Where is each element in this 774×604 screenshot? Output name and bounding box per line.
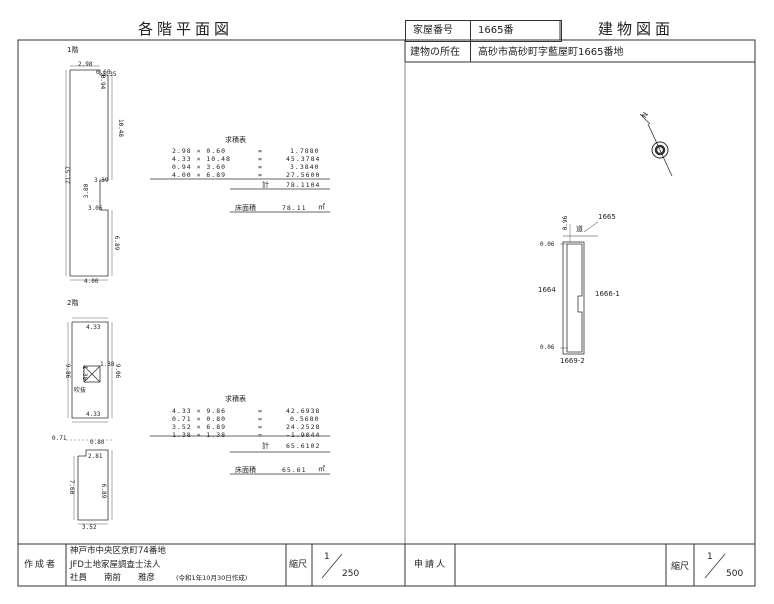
floor1-area-value: 78.11	[282, 204, 307, 212]
calc-eq: =	[258, 423, 263, 431]
calc-expr: 2.98 × 0.60	[172, 147, 227, 155]
outer-frame	[17, 39, 756, 587]
scale2-den: 500	[726, 569, 744, 579]
calc-expr: 0.71 × 0.80	[172, 415, 227, 423]
floor2-dim: 4.33	[86, 324, 101, 331]
floor1-calc-lines	[150, 178, 330, 213]
calc-val: 24.2528	[286, 423, 321, 431]
floor1-dim: 4.00	[84, 278, 99, 285]
applicant-label: 申請人	[414, 560, 448, 570]
calc-val: 42.6938	[286, 407, 321, 415]
house-no-value: 1665番	[478, 25, 514, 36]
site-dim-b: 0.06	[540, 344, 555, 351]
calc-eq: =	[258, 431, 263, 439]
house-no-box	[405, 20, 562, 42]
floor2-dim: 9.86	[64, 363, 72, 379]
floor1-label: 1階	[67, 46, 79, 54]
calc-eq: =	[258, 147, 263, 155]
floor1-dim: 2.98	[78, 61, 93, 68]
calc-val: 1.7880	[290, 147, 320, 155]
calc-expr: 3.52 × 6.89	[172, 423, 227, 431]
lot-right: 1666-1	[595, 290, 620, 298]
calc-eq: =	[258, 171, 263, 179]
floor2-dim: 2.81	[88, 453, 103, 460]
floor1-dim: 3.39	[94, 177, 109, 184]
floor1-dim: 10.48	[117, 118, 125, 138]
floor1-dim: 21.57	[65, 165, 73, 185]
calc-val: -1.9044	[286, 431, 321, 439]
calc-expr: 4.00 × 6.89	[172, 171, 227, 179]
floor2-dim: 0.80	[90, 439, 105, 446]
site-dim-a: 0.06	[540, 241, 555, 248]
site-plan	[560, 221, 599, 355]
scale-label: 縮尺	[289, 560, 308, 570]
floor1-total-label: 計	[262, 181, 269, 189]
scale-num: 1	[324, 552, 330, 562]
road-label: 道	[576, 225, 583, 233]
house-no-label: 家屋番号	[413, 25, 453, 36]
lot-bottom: 1669-2	[560, 357, 585, 365]
creator-address: 神戸市中央区京町74番地	[70, 546, 166, 556]
floor1-plan	[65, 65, 113, 281]
scale2-label: 縮尺	[671, 562, 690, 572]
floor2-calc-lines	[150, 435, 330, 475]
calc-val: 45.3784	[286, 155, 321, 163]
floor1-dim: 6.89	[113, 235, 121, 251]
calc-expr: 4.33 × 10.48	[172, 155, 231, 163]
floor2-total-label: 計	[262, 442, 269, 450]
creator-company: JFD土地家屋調査士法人	[70, 560, 161, 570]
floor2-area-value: 65.61	[282, 466, 307, 474]
floor2-dim: 3.52	[82, 524, 97, 531]
calc-expr: 1.38 × 1.38	[172, 431, 227, 439]
floor2-calc-title: 求積表	[225, 395, 246, 403]
calc-eq: =	[258, 415, 263, 423]
floor2-area-unit: ㎡	[318, 465, 325, 473]
calc-val: 27.5600	[286, 171, 321, 179]
floor2-dim: 4.33	[86, 411, 101, 418]
floor2-plan	[66, 317, 113, 525]
calc-expr: 4.33 × 9.86	[172, 407, 227, 415]
calc-expr: 0.94 × 3.60	[172, 163, 227, 171]
floor2-dim: 1.38	[81, 365, 89, 381]
calc-eq: =	[258, 407, 263, 415]
creator-label: 作成者	[24, 560, 58, 570]
scale2-num: 1	[707, 552, 713, 562]
floor1-dim: 3.06	[88, 205, 103, 212]
floor1-area-unit: ㎡	[318, 203, 325, 211]
header-divider	[470, 20, 471, 62]
floor2-dim: 1.38	[100, 361, 115, 368]
location-label: 建物の所在	[410, 47, 460, 58]
floor1-area-label: 床面積	[235, 204, 256, 212]
left-title: 各階平面図	[138, 20, 234, 38]
calc-eq: =	[258, 155, 263, 163]
calc-val: 3.3840	[290, 163, 320, 171]
floor1-calc-title: 求積表	[225, 136, 246, 144]
calc-eq: =	[258, 163, 263, 171]
floor2-dim: 7.60	[68, 479, 76, 495]
floor1-dim: 0.60	[96, 69, 111, 76]
floor2-dim: 0.71	[52, 435, 67, 442]
floor2-dim: 9.06	[114, 363, 122, 379]
creator-name: 社員 南前 雅彦	[70, 573, 156, 583]
floor2-area-label: 床面積	[235, 466, 256, 474]
floor1-dim: 0.94	[99, 74, 107, 90]
floor2-label: 2階	[67, 299, 79, 307]
lot-top: 1665	[598, 213, 616, 221]
floor1-dim: 3.80	[83, 183, 91, 199]
lot-left: 1664	[538, 286, 556, 294]
floor2-total-value: 65.6102	[286, 442, 321, 450]
floor2-dim: 6.89	[100, 483, 108, 499]
site-dim-top: 0.96	[562, 215, 570, 231]
location-value: 高砂市高砂町字藍屋町1665番地	[478, 47, 624, 58]
calc-val: 0.5680	[290, 415, 320, 423]
floor1-dim: 1.35	[102, 71, 117, 78]
north-arrow-icon	[639, 113, 673, 177]
stair-label: 吹抜	[74, 387, 87, 394]
scale-den: 250	[342, 569, 360, 579]
floor1-total-value: 78.1104	[286, 181, 321, 189]
right-title: 建物図面	[598, 20, 675, 38]
creator-date: (令和1年10月30日作成)	[176, 574, 248, 582]
